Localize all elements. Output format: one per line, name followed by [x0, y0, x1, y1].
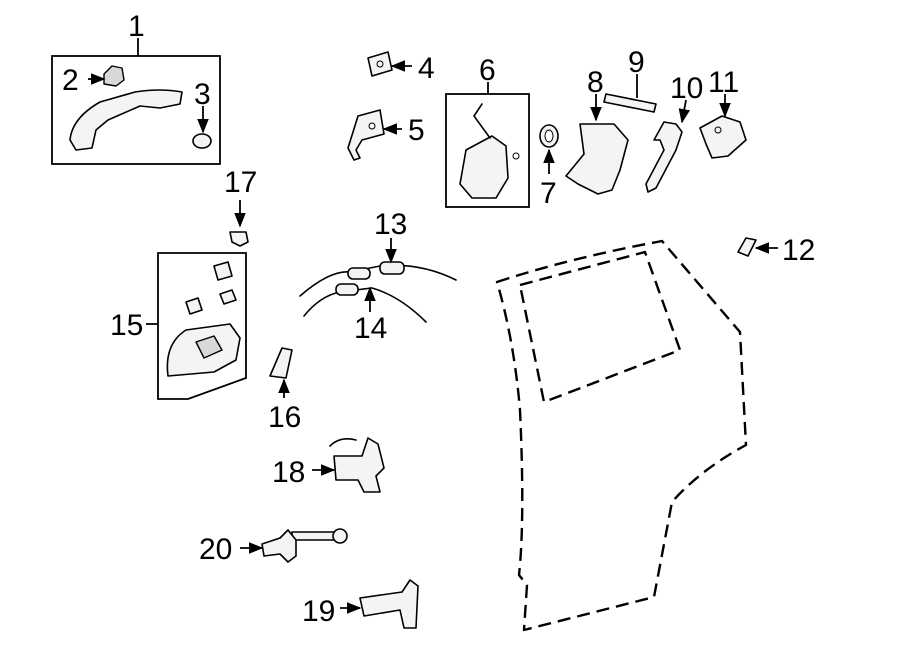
callout-9: 9	[628, 46, 645, 79]
striker-group[interactable]	[699, 94, 747, 159]
seal-strip-icon	[603, 93, 657, 113]
latch-rod-group[interactable]	[645, 99, 690, 193]
callout-16: 16	[268, 401, 301, 434]
door-stop-icon	[261, 529, 297, 563]
clip-icon	[367, 51, 393, 77]
part-1-box	[51, 55, 221, 165]
cylinder-cover-icon	[192, 133, 212, 149]
part-15-box	[157, 252, 247, 400]
callout-4: 4	[418, 52, 435, 85]
outer-handle-icon	[69, 89, 183, 151]
button-group[interactable]	[229, 200, 249, 247]
clip-group[interactable]	[367, 51, 412, 77]
cables-group[interactable]	[299, 238, 457, 323]
callout-19: 19	[302, 595, 335, 628]
door-stop-group[interactable]	[240, 528, 348, 563]
callout-20: 20	[199, 533, 232, 566]
callout-17: 17	[224, 166, 257, 199]
callout-3: 3	[194, 78, 211, 111]
inner-handle-group[interactable]	[146, 252, 247, 400]
handle-cap-icon	[103, 65, 125, 87]
callout-12: 12	[782, 234, 815, 267]
bezel-group[interactable]	[269, 347, 293, 398]
latch-rod-icon	[645, 121, 683, 193]
door-check-group[interactable]	[312, 437, 385, 493]
callout-10: 10	[670, 72, 703, 105]
callout-13: 13	[374, 208, 407, 241]
callout-6: 6	[479, 54, 496, 87]
door-outline	[495, 239, 748, 632]
callout-5: 5	[408, 114, 425, 147]
button-icon	[229, 231, 249, 247]
bracket-icon	[359, 579, 419, 629]
striker-icon	[699, 115, 747, 159]
bezel-icon	[269, 347, 293, 379]
bracket-icon	[347, 109, 385, 161]
cable-icon	[379, 261, 405, 275]
callout-1: 1	[128, 10, 145, 43]
callout-18: 18	[272, 456, 305, 489]
callout-labels: 1 2 3 4 5 6 7 8 9 10 11 12 13 14 15 16 1…	[62, 10, 815, 628]
lock-cover-icon	[565, 123, 629, 195]
bracket-group[interactable]	[347, 109, 402, 161]
callout-7: 7	[540, 177, 557, 210]
door-check-icon	[333, 437, 385, 493]
lock-actuator-icon	[459, 135, 509, 199]
callout-2: 2	[62, 64, 79, 97]
pad-group[interactable]	[737, 237, 778, 257]
pad-icon	[737, 237, 757, 257]
callout-8: 8	[587, 66, 604, 99]
callout-11: 11	[708, 66, 739, 99]
outer-handle-group[interactable]	[51, 38, 221, 165]
callout-15: 15	[110, 309, 143, 342]
callout-14: 14	[354, 312, 387, 345]
seal-strip-group[interactable]	[603, 74, 657, 113]
lock-actuator-group[interactable]	[445, 82, 530, 208]
grommet-group[interactable]	[539, 124, 559, 174]
lock-cover-group[interactable]	[565, 94, 629, 195]
bottom-bracket-group[interactable]	[340, 579, 419, 629]
